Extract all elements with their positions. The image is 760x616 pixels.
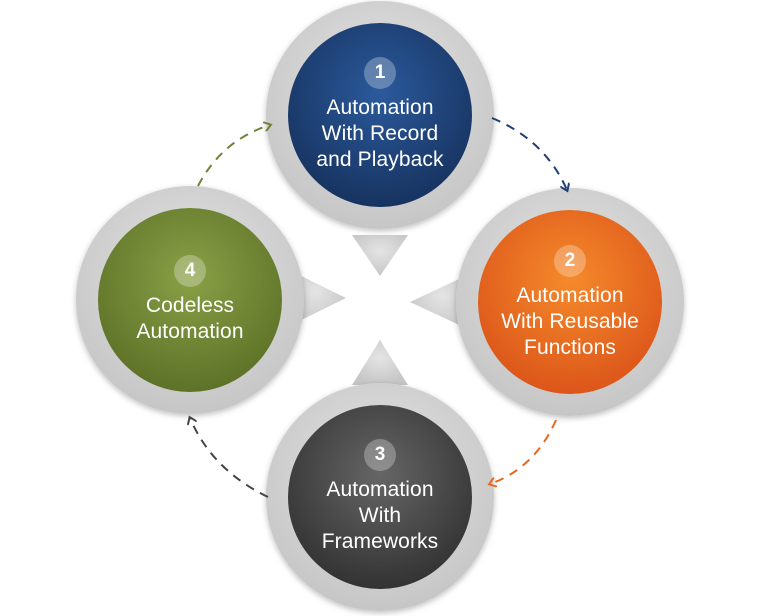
- step-circle-2: [478, 210, 662, 394]
- step-2-number: 2: [554, 245, 586, 277]
- arrow-2-to-3: [490, 419, 557, 484]
- step-circle-4: [98, 208, 282, 392]
- step-circle-3: [288, 405, 472, 589]
- arrow-4-to-1: [197, 125, 270, 187]
- step-3-number: 3: [364, 439, 396, 471]
- step-circle-1: [288, 23, 472, 207]
- step-3: 3 Automation With Frameworks: [290, 422, 470, 572]
- step-1: 1 Automation With Record and Playback: [290, 40, 470, 190]
- step-1-number: 1: [364, 57, 396, 89]
- arrow-1-to-2: [491, 117, 567, 190]
- pointer-3: [352, 340, 408, 385]
- step-1-label: Automation With Record and Playback: [316, 96, 444, 171]
- step-3-label: Automation With Frameworks: [321, 478, 439, 553]
- step-4-number: 4: [174, 255, 206, 287]
- step-2-label: Automation With Reusable Functions: [501, 284, 639, 359]
- pointer-1: [352, 235, 408, 276]
- arrow-3-to-4: [190, 418, 269, 498]
- step-4-label: Codeless Automation: [136, 294, 244, 343]
- step-4: 4 Codeless Automation: [100, 240, 280, 360]
- step-2: 2 Automation With Reusable Functions: [478, 228, 662, 378]
